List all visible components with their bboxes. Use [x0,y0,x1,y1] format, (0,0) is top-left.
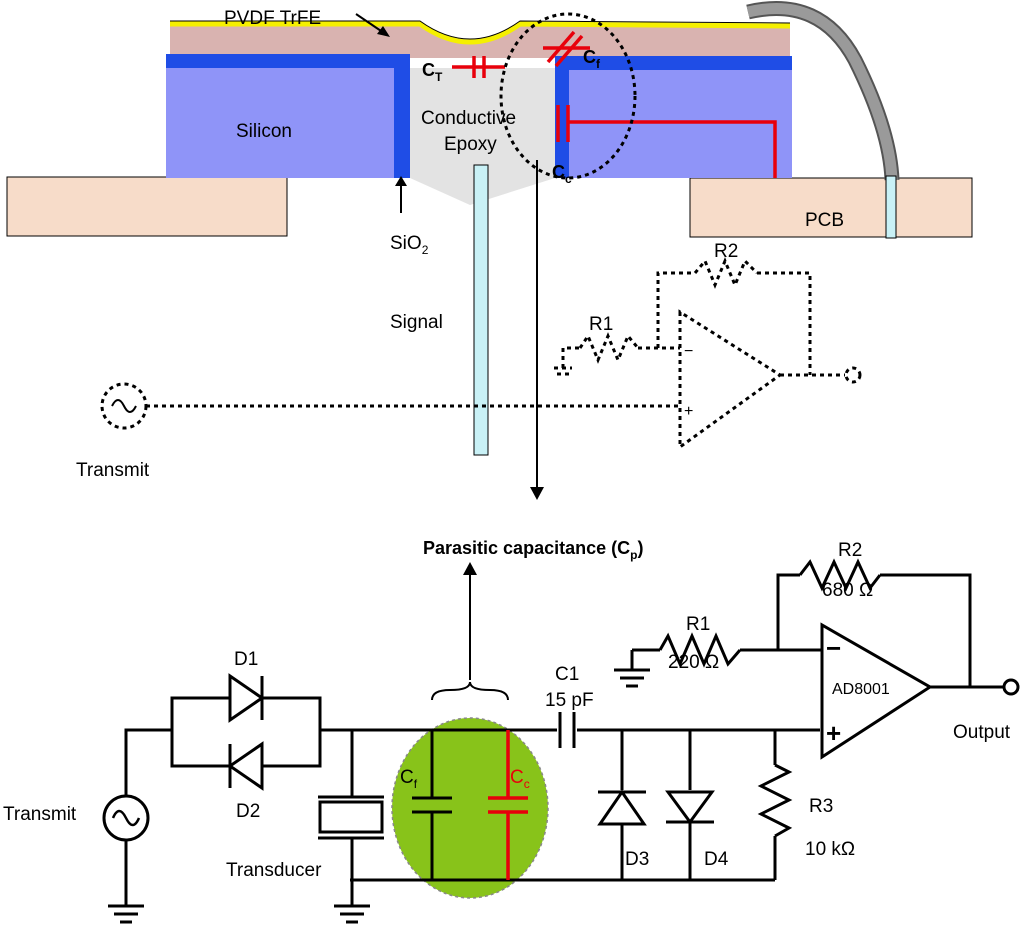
dotted-opamp-circuit: − + [100,257,862,450]
dotted-plus: + [684,403,693,420]
d3-label: D3 [625,849,649,870]
pvdf-arrow-line [355,13,385,34]
c1-label: C1 [555,664,579,685]
signal-probe [473,164,489,456]
pcb-label: PCB [805,210,844,231]
ground-icon [108,904,144,924]
sio2-label: SiO2 [390,233,429,257]
opamp-icon [820,622,933,760]
parasitic-arrow-icon [463,562,477,575]
signal-label: Signal [390,312,443,333]
brace-icon [431,681,509,701]
silicon-right [555,56,792,178]
epoxy-label-1: Conductive [421,108,516,129]
d1-label: D1 [234,649,258,670]
dotted-minus: − [684,343,693,360]
parasitic-label: Parasitic capacitance (Cp) [423,538,643,562]
transducer-icon [318,800,384,834]
schematic-transmit-label: Transmit [3,804,77,825]
dotted-r1-icon [578,332,640,364]
silicon-right-top-oxide [555,56,792,70]
r1-label: R1 [686,614,710,635]
silicon-left-top-oxide [166,54,410,68]
cable-inner [746,3,898,181]
pvdf-top-film [170,21,791,45]
parasitic-region-outline [499,12,637,180]
r1-ground-icon [614,668,650,688]
cross-section: PVDF TrFE Silicon Conductive Epoxy PCB S… [6,1,973,500]
r2-value: 680 Ω [822,580,873,601]
resistor-r1-icon [658,632,742,668]
transmit-wave [111,809,141,827]
capacitor-c1-icon [558,712,576,748]
cc-label: Cc [552,162,572,186]
transducer-label: Transducer [226,860,322,881]
r2-label: R2 [838,540,862,561]
r3-value: 10 kΩ [805,839,855,860]
transducer-ground-icon [334,904,370,924]
r3-label: R3 [809,796,833,817]
c1-value: 15 pF [545,690,594,711]
capacitor-cc-icon [556,105,777,178]
dotted-r2-icon [693,257,759,289]
opamp-minus: − [826,633,841,663]
opamp-plus: + [826,718,841,748]
cross-transmit-label: Transmit [76,460,150,481]
resistor-r2-icon [798,558,882,592]
arrow-down-icon [530,487,544,500]
cc-schematic-label: Cc [510,767,530,791]
capacitor-cc-schematic-icon [488,730,528,880]
dotted-output-icon [844,366,862,384]
silicon-right-side-oxide [555,56,569,178]
parasitic-region [391,717,549,899]
diode-d4-icon [665,790,715,825]
capacitor-ct-icon [452,56,505,78]
dotted-r2-label: R2 [714,241,738,262]
capacitor-cf-icon [543,30,590,68]
diode-d2-icon [227,741,264,791]
diode-d3-icon [597,789,647,826]
conductive-epoxy [410,68,555,205]
d4-label: D4 [704,849,729,870]
cf-schematic-label: Cf [400,767,418,791]
dotted-source-wave [111,399,137,413]
cable-pin [885,175,897,239]
diode-d1-icon [228,673,265,723]
r1-value: 220 Ω [668,652,719,673]
silicon-left-side-oxide [394,54,410,178]
schematic: Parasitic capacitance (Cp) [3,538,1020,924]
cf-label: Cf [583,47,601,71]
pvdf-top-line [170,20,791,40]
pvdf-layer [170,24,790,58]
silicon-left [166,54,410,178]
output-terminal-icon [1002,678,1020,696]
pvdf-label: PVDF TrFE [224,8,321,29]
pcb-right [689,177,973,238]
epoxy-label-2: Epoxy [444,134,497,155]
silicon-label: Silicon [236,121,292,142]
opamp-label: AD8001 [832,681,890,698]
dotted-opamp-icon [678,309,783,450]
pcb-left [6,176,288,237]
resistor-r3-icon [757,763,793,838]
dotted-r1-label: R1 [589,314,613,335]
ct-label: CT [422,60,443,84]
capacitor-cf-schematic-icon [412,730,452,880]
output-label: Output [953,722,1011,743]
pvdf-arrow-icon [377,26,390,37]
sio2-arrow-icon [395,176,407,186]
d2-label: D2 [236,801,260,822]
